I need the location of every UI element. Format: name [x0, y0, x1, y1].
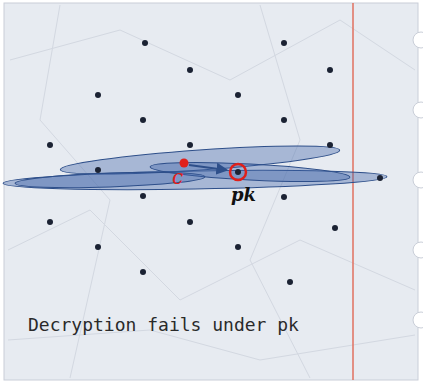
error-arrow: [189, 165, 226, 170]
key-label: pk: [231, 186, 256, 204]
basis-shapes: [3, 140, 387, 192]
paper-creases: [8, 5, 415, 378]
paper-sheet: [4, 3, 418, 380]
decoded-point-circle: [230, 164, 246, 180]
binder-holes: [413, 32, 423, 328]
point-label: c: [172, 167, 183, 187]
lattice-points: [47, 40, 383, 285]
caption: Decryption fails under pk: [28, 314, 299, 336]
margin-line: [352, 3, 354, 380]
